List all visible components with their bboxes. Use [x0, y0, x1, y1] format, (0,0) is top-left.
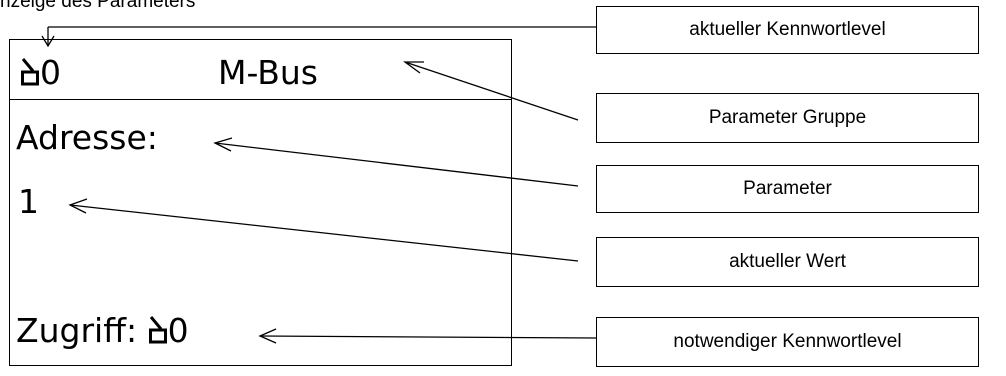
callout-line-required-level [259, 335, 597, 339]
label-parameter-group: Parameter Gruppe [596, 93, 979, 143]
password-level-value: 0 [40, 53, 61, 92]
caption: nzeige des Parameters [0, 0, 196, 12]
arrowhead-current-value [68, 198, 88, 214]
parameter-name: Adresse: [16, 118, 158, 157]
callout-line-current-value [69, 204, 579, 262]
access-level-value: 0 [167, 311, 189, 350]
current-password-level: 0 [20, 56, 61, 89]
label-parameter: Parameter [596, 165, 979, 213]
padlock-open-icon [21, 58, 39, 86]
label-current-password-level: aktueller Kennwortlevel [596, 6, 979, 54]
label-current-value: aktueller Wert [596, 237, 979, 287]
callout-line-parameter [214, 142, 579, 187]
required-access: Zugriff: 0 [16, 314, 189, 347]
callout-line-parameter-group [404, 61, 579, 121]
arrowhead-parameter [213, 137, 233, 152]
arrowhead-password-level [41, 35, 55, 48]
current-value: 1 [18, 182, 39, 221]
device-display: 0 M-Bus Adresse: 1 Zugriff: 0 [9, 39, 512, 366]
arrowhead-parameter-group [403, 61, 424, 74]
padlock-open-icon [148, 316, 167, 344]
access-label: Zugriff: [16, 311, 138, 350]
label-required-password-level: notwendiger Kennwortlevel [596, 317, 979, 367]
arrowhead-required-level [258, 328, 277, 344]
parameter-group: M-Bus [218, 53, 318, 92]
display-divider [10, 99, 511, 100]
